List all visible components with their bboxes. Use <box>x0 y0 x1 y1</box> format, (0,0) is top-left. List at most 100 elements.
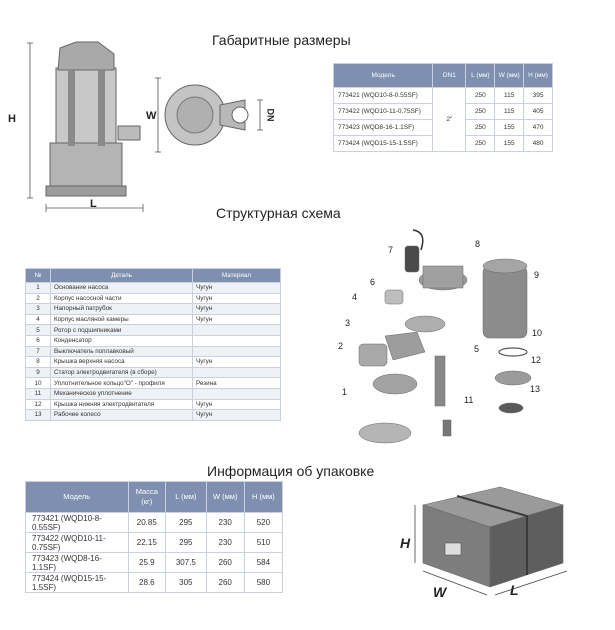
pack-w: 260 <box>205 552 245 573</box>
spec-header-dn1: DN1 <box>432 63 467 88</box>
box-label-l: L <box>510 582 519 598</box>
diagram-label-11: 11 <box>464 395 474 405</box>
spec-model: 773422 (WQD10-11-0.75SF) <box>332 103 434 120</box>
pump-side-drawing <box>27 41 144 212</box>
diagram-label-3: 3 <box>345 318 351 328</box>
pack-h: 580 <box>243 572 284 593</box>
pump-top-drawing <box>155 77 263 153</box>
table-row: 773424 (WQD15-15-1.5SF) 250 155 480 <box>332 135 553 152</box>
part-name: Конденсатор <box>50 334 193 347</box>
spec-w: 115 <box>494 87 525 104</box>
dimensions-title: Габаритные размеры <box>212 32 351 48</box>
part-num: 5 <box>25 324 51 336</box>
diagram-label-7: 7 <box>388 245 394 255</box>
spec-header-l: L (мм) <box>465 63 496 88</box>
spec-header-model: Модель <box>332 63 434 88</box>
part-material <box>192 334 281 347</box>
pack-w: 230 <box>205 532 245 553</box>
part-material: Чугун <box>192 292 281 305</box>
part-material: Чугун <box>192 398 281 411</box>
pack-h: 584 <box>243 552 284 573</box>
spec-l: 250 <box>465 119 496 136</box>
spec-header-h: H (мм) <box>523 63 553 88</box>
part-name: Крышка верхняя насоса <box>50 356 193 368</box>
part-name: Ротор с подшипниками <box>50 324 193 336</box>
spec-l: 250 <box>465 103 496 120</box>
box-label-w: W <box>433 584 447 600</box>
part-material <box>192 387 281 400</box>
part-num: 4 <box>25 313 51 326</box>
diagram-label-5: 5 <box>474 344 480 354</box>
dim-label-w: W <box>146 110 157 122</box>
table-row: 773421 (WQD10-8-0.55SF) 2" 250 115 395 <box>332 87 553 152</box>
spec-l: 250 <box>465 87 496 104</box>
exploded-diagram <box>358 229 532 444</box>
pack-l: 305 <box>165 572 207 593</box>
diagram-label-4: 4 <box>352 292 358 302</box>
pack-header-w: W (мм) <box>205 481 245 513</box>
pack-h: 510 <box>243 532 284 553</box>
part-material: Чугун <box>192 356 281 368</box>
part-num: 13 <box>25 409 51 421</box>
part-name: Уплотнительное кольцо"О" - профиля <box>50 377 193 389</box>
diagram-label-2: 2 <box>338 341 344 351</box>
table-row: 773421 (WQD10-8-0.55SF) 20.85 295 230 52… <box>25 512 284 533</box>
pack-l: 307.5 <box>165 552 207 573</box>
part-material: Чугун <box>192 313 281 326</box>
spec-w: 115 <box>494 103 525 120</box>
spec-w: 155 <box>494 119 525 136</box>
box-label-h: H <box>400 535 411 551</box>
parts-header-part: Деталь <box>50 268 193 283</box>
part-name: Крышка нижняя электродвигателя <box>50 398 193 411</box>
box-drawing <box>414 486 568 596</box>
spec-h: 405 <box>523 103 553 120</box>
part-name: Выключатель поплавковый <box>50 345 193 358</box>
pack-header-h: H (мм) <box>243 481 284 513</box>
part-name: Корпус насосной части <box>50 292 193 305</box>
parts-header-material: Материал <box>192 268 281 283</box>
part-material: Чугун <box>192 282 281 294</box>
pack-mass: 22.15 <box>127 532 167 553</box>
pack-model: 773422 (WQD10-11-0.75SF) <box>25 532 129 553</box>
table-row: 773422 (WQD10-11-0.75SF) 250 115 405 <box>332 103 553 120</box>
part-name: Корпус масляной камеры <box>50 313 193 326</box>
structure-title: Структурная схема <box>216 205 341 221</box>
table-row: 773424 (WQD15-15-1.5SF) 28.6 305 260 580 <box>25 572 284 593</box>
pack-l: 295 <box>165 532 207 553</box>
part-material <box>192 324 281 336</box>
pack-mass: 25.9 <box>127 552 167 573</box>
part-num: 7 <box>25 345 51 358</box>
part-num: 11 <box>25 387 51 400</box>
diagram-label-8: 8 <box>475 239 481 249</box>
dim-label-l: L <box>90 198 97 210</box>
diagram-label-6: 6 <box>370 277 376 287</box>
part-num: 2 <box>25 292 51 305</box>
table-row: 773422 (WQD10-11-0.75SF) 22.15 295 230 5… <box>25 532 284 553</box>
dim-label-h: H <box>8 113 16 125</box>
pack-w: 230 <box>205 512 245 533</box>
part-material <box>192 366 281 379</box>
part-num: 12 <box>25 398 51 411</box>
part-material: Чугун <box>192 303 281 315</box>
diagram-label-13: 13 <box>530 384 541 394</box>
spec-h: 395 <box>523 87 553 104</box>
pack-h: 520 <box>243 512 284 533</box>
spec-l: 250 <box>465 135 496 152</box>
pack-mass: 20.85 <box>127 512 167 533</box>
spec-model: 773421 (WQD10-8-0.55SF) <box>332 87 434 104</box>
part-num: 9 <box>25 366 51 379</box>
pack-table: Модель Масса (кг) L (мм) W (мм) H (мм) 7… <box>25 481 284 593</box>
dim-label-dn: DN <box>265 108 276 122</box>
spec-w: 155 <box>494 135 525 152</box>
part-num: 6 <box>25 334 51 347</box>
table-row: 773423 (WQD8-16-1.1SF) 250 155 470 <box>332 119 553 136</box>
diagram-label-12: 12 <box>531 355 542 365</box>
